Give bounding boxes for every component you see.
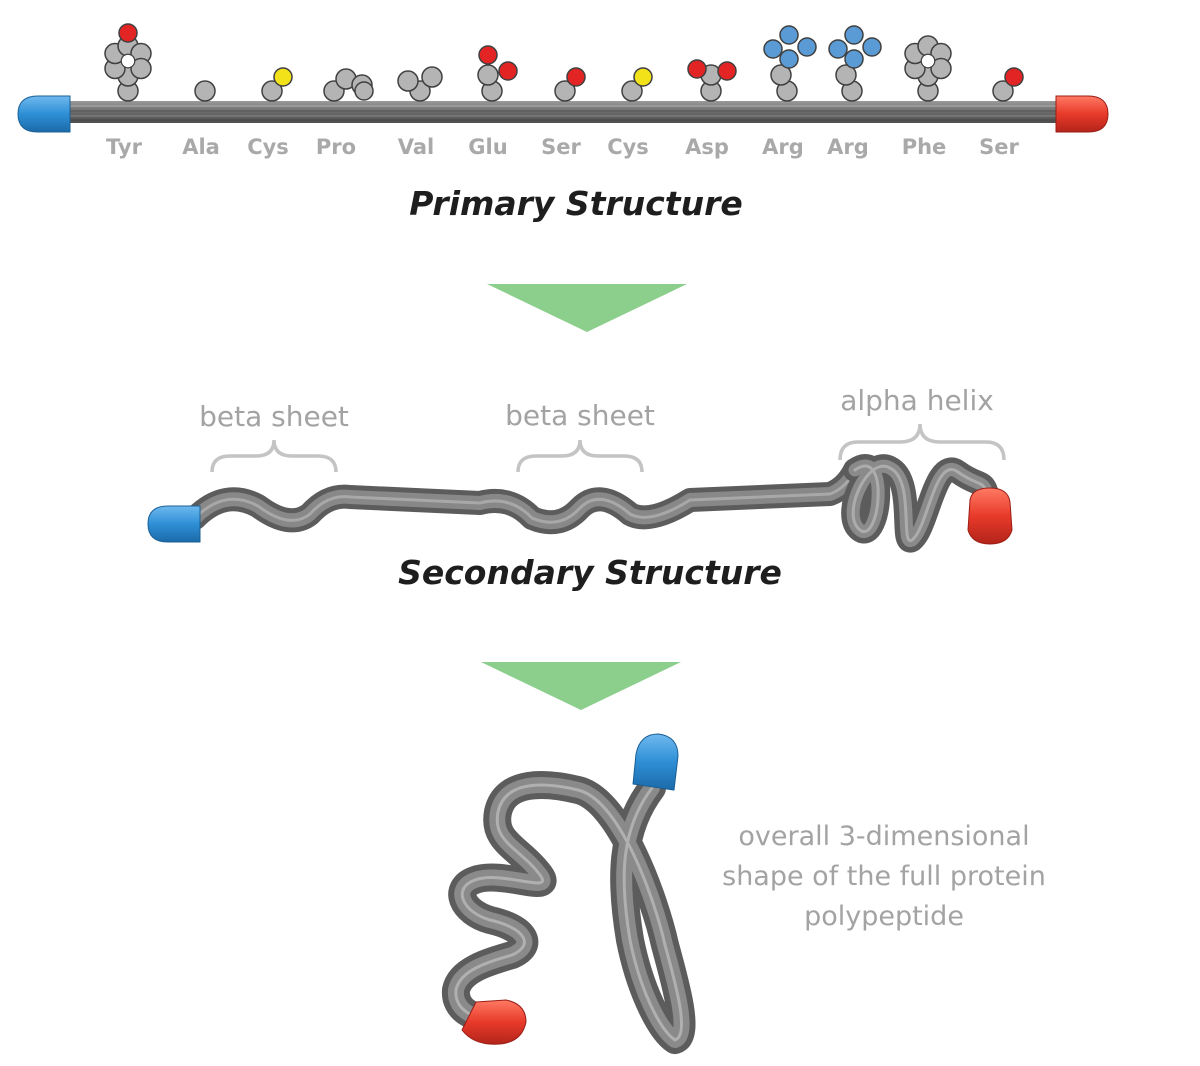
amino-acid-labels: Tyr Ala Cys Pro Val Glu Ser Cys Asp Arg Arg Phe Ser xyxy=(106,135,1019,159)
secondary-n-terminus-cap xyxy=(147,505,201,543)
residue-side-chains xyxy=(104,23,1024,102)
amino-acid-label-11: Arg xyxy=(827,135,869,159)
primary-structure-title: Primary Structure xyxy=(409,184,742,223)
amino-acid-label-10: Arg xyxy=(762,135,804,159)
side-chain-arg-11 xyxy=(828,25,882,102)
tertiary-n-terminus-cap xyxy=(632,733,679,791)
beta-sheet-brace-2 xyxy=(516,439,644,473)
side-chain-phe-12 xyxy=(904,35,952,102)
secondary-c-terminus-cap xyxy=(967,487,1013,545)
amino-acid-label-5: Val xyxy=(398,135,434,159)
side-chain-ser-7 xyxy=(554,67,586,102)
side-chain-ser-13 xyxy=(992,67,1024,102)
tertiary-chain xyxy=(442,771,696,1054)
amino-acid-label-9: Asp xyxy=(685,135,729,159)
alpha-helix-brace xyxy=(838,423,1006,461)
secondary-structure: beta sheet beta sheet alpha helix Second… xyxy=(147,384,1013,592)
amino-acid-label-12: Phe xyxy=(902,135,947,159)
side-chain-pro-4 xyxy=(323,68,374,102)
beta-sheet-label-1: beta sheet xyxy=(199,400,349,433)
secondary-chain xyxy=(183,458,867,535)
tertiary-c-terminus-cap xyxy=(461,999,527,1045)
tertiary-structure: overall 3-dimensional shape of the full … xyxy=(442,733,1046,1054)
side-chain-tyr-1 xyxy=(104,23,152,102)
side-chain-cys-8 xyxy=(621,67,653,102)
tertiary-description-line-2: shape of the full protein xyxy=(722,861,1046,892)
beta-sheet-brace-1 xyxy=(210,439,338,473)
beta-sheet-label-2: beta sheet xyxy=(505,399,655,432)
primary-chain xyxy=(56,101,1068,123)
amino-acid-label-4: Pro xyxy=(316,135,356,159)
side-chain-glu-6 xyxy=(477,45,518,102)
amino-acid-label-3: Cys xyxy=(247,135,289,159)
amino-acid-label-2: Ala xyxy=(182,135,220,159)
c-terminus-cap xyxy=(1055,95,1109,133)
tertiary-description-line-3: polypeptide xyxy=(804,901,964,932)
side-chain-arg-10 xyxy=(763,25,817,102)
amino-acid-label-13: Ser xyxy=(979,135,1019,159)
side-chain-val-5 xyxy=(397,66,443,102)
side-chain-ala-2 xyxy=(194,80,216,102)
side-chain-cys-3 xyxy=(261,67,293,102)
n-terminus-cap xyxy=(17,95,71,133)
arrow-primary-to-secondary xyxy=(487,284,687,332)
alpha-helix-label: alpha helix xyxy=(840,384,994,417)
amino-acid-label-7: Ser xyxy=(541,135,581,159)
side-chain-asp-9 xyxy=(687,59,737,102)
tertiary-description-line-1: overall 3-dimensional xyxy=(738,821,1029,852)
alpha-helix-coil xyxy=(841,454,1000,553)
amino-acid-label-1: Tyr xyxy=(106,135,143,159)
amino-acid-label-8: Cys xyxy=(607,135,649,159)
secondary-structure-title: Secondary Structure xyxy=(398,553,782,592)
amino-acid-label-6: Glu xyxy=(468,135,507,159)
arrow-secondary-to-tertiary xyxy=(481,662,681,710)
